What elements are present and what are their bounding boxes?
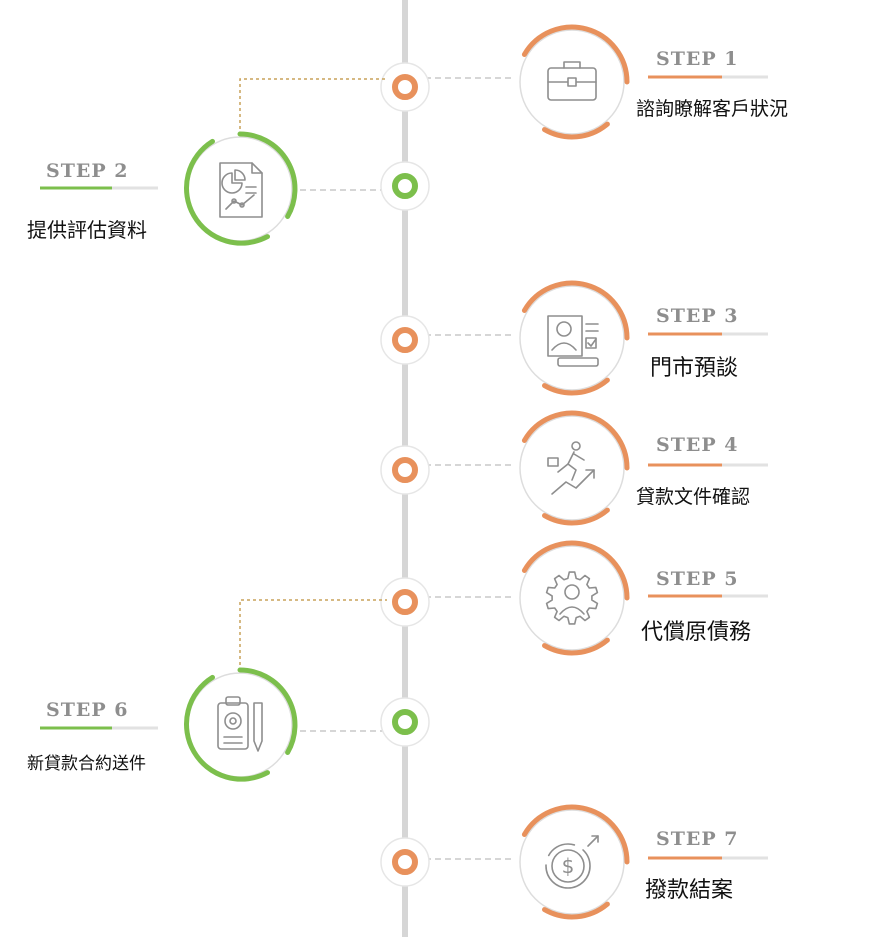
dollar-chart-icon: $: [545, 835, 599, 889]
step-4-ring-arc: [521, 410, 630, 471]
step-5-ring-bg: [519, 545, 625, 651]
step-7-graphic: $: [380, 804, 768, 920]
step-6-elbow-connector: [239, 599, 387, 665]
step-4-label: STEP 4: [656, 434, 739, 456]
growth-runner-icon: [547, 441, 595, 495]
step-1-graphic: [380, 24, 768, 140]
step-3-title: 門市預談: [650, 356, 739, 381]
step-7-title: 撥款結案: [645, 878, 734, 903]
consultation-icon: [547, 315, 599, 367]
step-3-ring-bg: [519, 285, 625, 391]
svg-text:$: $: [562, 854, 575, 878]
step-6-graphic: [40, 599, 430, 782]
step-1-ring-arc-2: [542, 121, 610, 140]
step-5-graphic: [380, 540, 768, 656]
step-7-node: [392, 849, 418, 875]
step-7-ring-arc: [521, 804, 630, 865]
step-3-graphic: [380, 280, 768, 396]
step-1-node: [392, 74, 418, 100]
step-6-ring-arc-2: [184, 674, 270, 782]
step-2-graphic: [40, 78, 430, 246]
step-2-node: [392, 173, 418, 199]
step-2-ring-arc-2: [184, 138, 270, 246]
step-7-ring-arc-2: [542, 901, 610, 920]
clipboard-gear-icon: [217, 696, 263, 752]
step-5-ring-arc: [521, 540, 630, 601]
report-chart-icon: [219, 162, 263, 218]
step-6-label: STEP 6: [46, 699, 129, 721]
step-1-title: 諮詢瞭解客戶狀況: [636, 98, 789, 120]
step-4-ring-arc-2: [542, 507, 610, 526]
step-3-node: [392, 327, 418, 353]
briefcase-icon: [547, 61, 597, 101]
step-5-title: 代償原債務: [641, 620, 752, 645]
step-1-label: STEP 1: [656, 48, 739, 70]
step-3-label: STEP 3: [656, 305, 739, 327]
step-5-ring-arc-2: [542, 637, 610, 656]
step-6-node: [392, 709, 418, 735]
step-2-ring-arc: [237, 131, 298, 219]
step-4-title: 貸款文件確認: [636, 486, 751, 508]
step-6-ring-arc: [237, 667, 298, 755]
step-1-ring-arc: [521, 24, 630, 85]
step-7-label: STEP 7: [656, 828, 739, 850]
step-6-title: 新貸款合約送件: [27, 754, 146, 774]
step-4-node: [392, 457, 418, 483]
step-5-label: STEP 5: [656, 568, 739, 590]
step-5-node: [392, 589, 418, 615]
step-2-elbow-connector: [239, 78, 387, 129]
step-4-graphic: [380, 410, 768, 526]
step-3-ring-arc-2: [542, 377, 610, 396]
step-2-label: STEP 2: [46, 160, 129, 182]
gear-person-icon: [545, 571, 599, 625]
step-3-ring-arc: [521, 280, 630, 341]
step-2-title: 提供評估資料: [27, 218, 147, 242]
